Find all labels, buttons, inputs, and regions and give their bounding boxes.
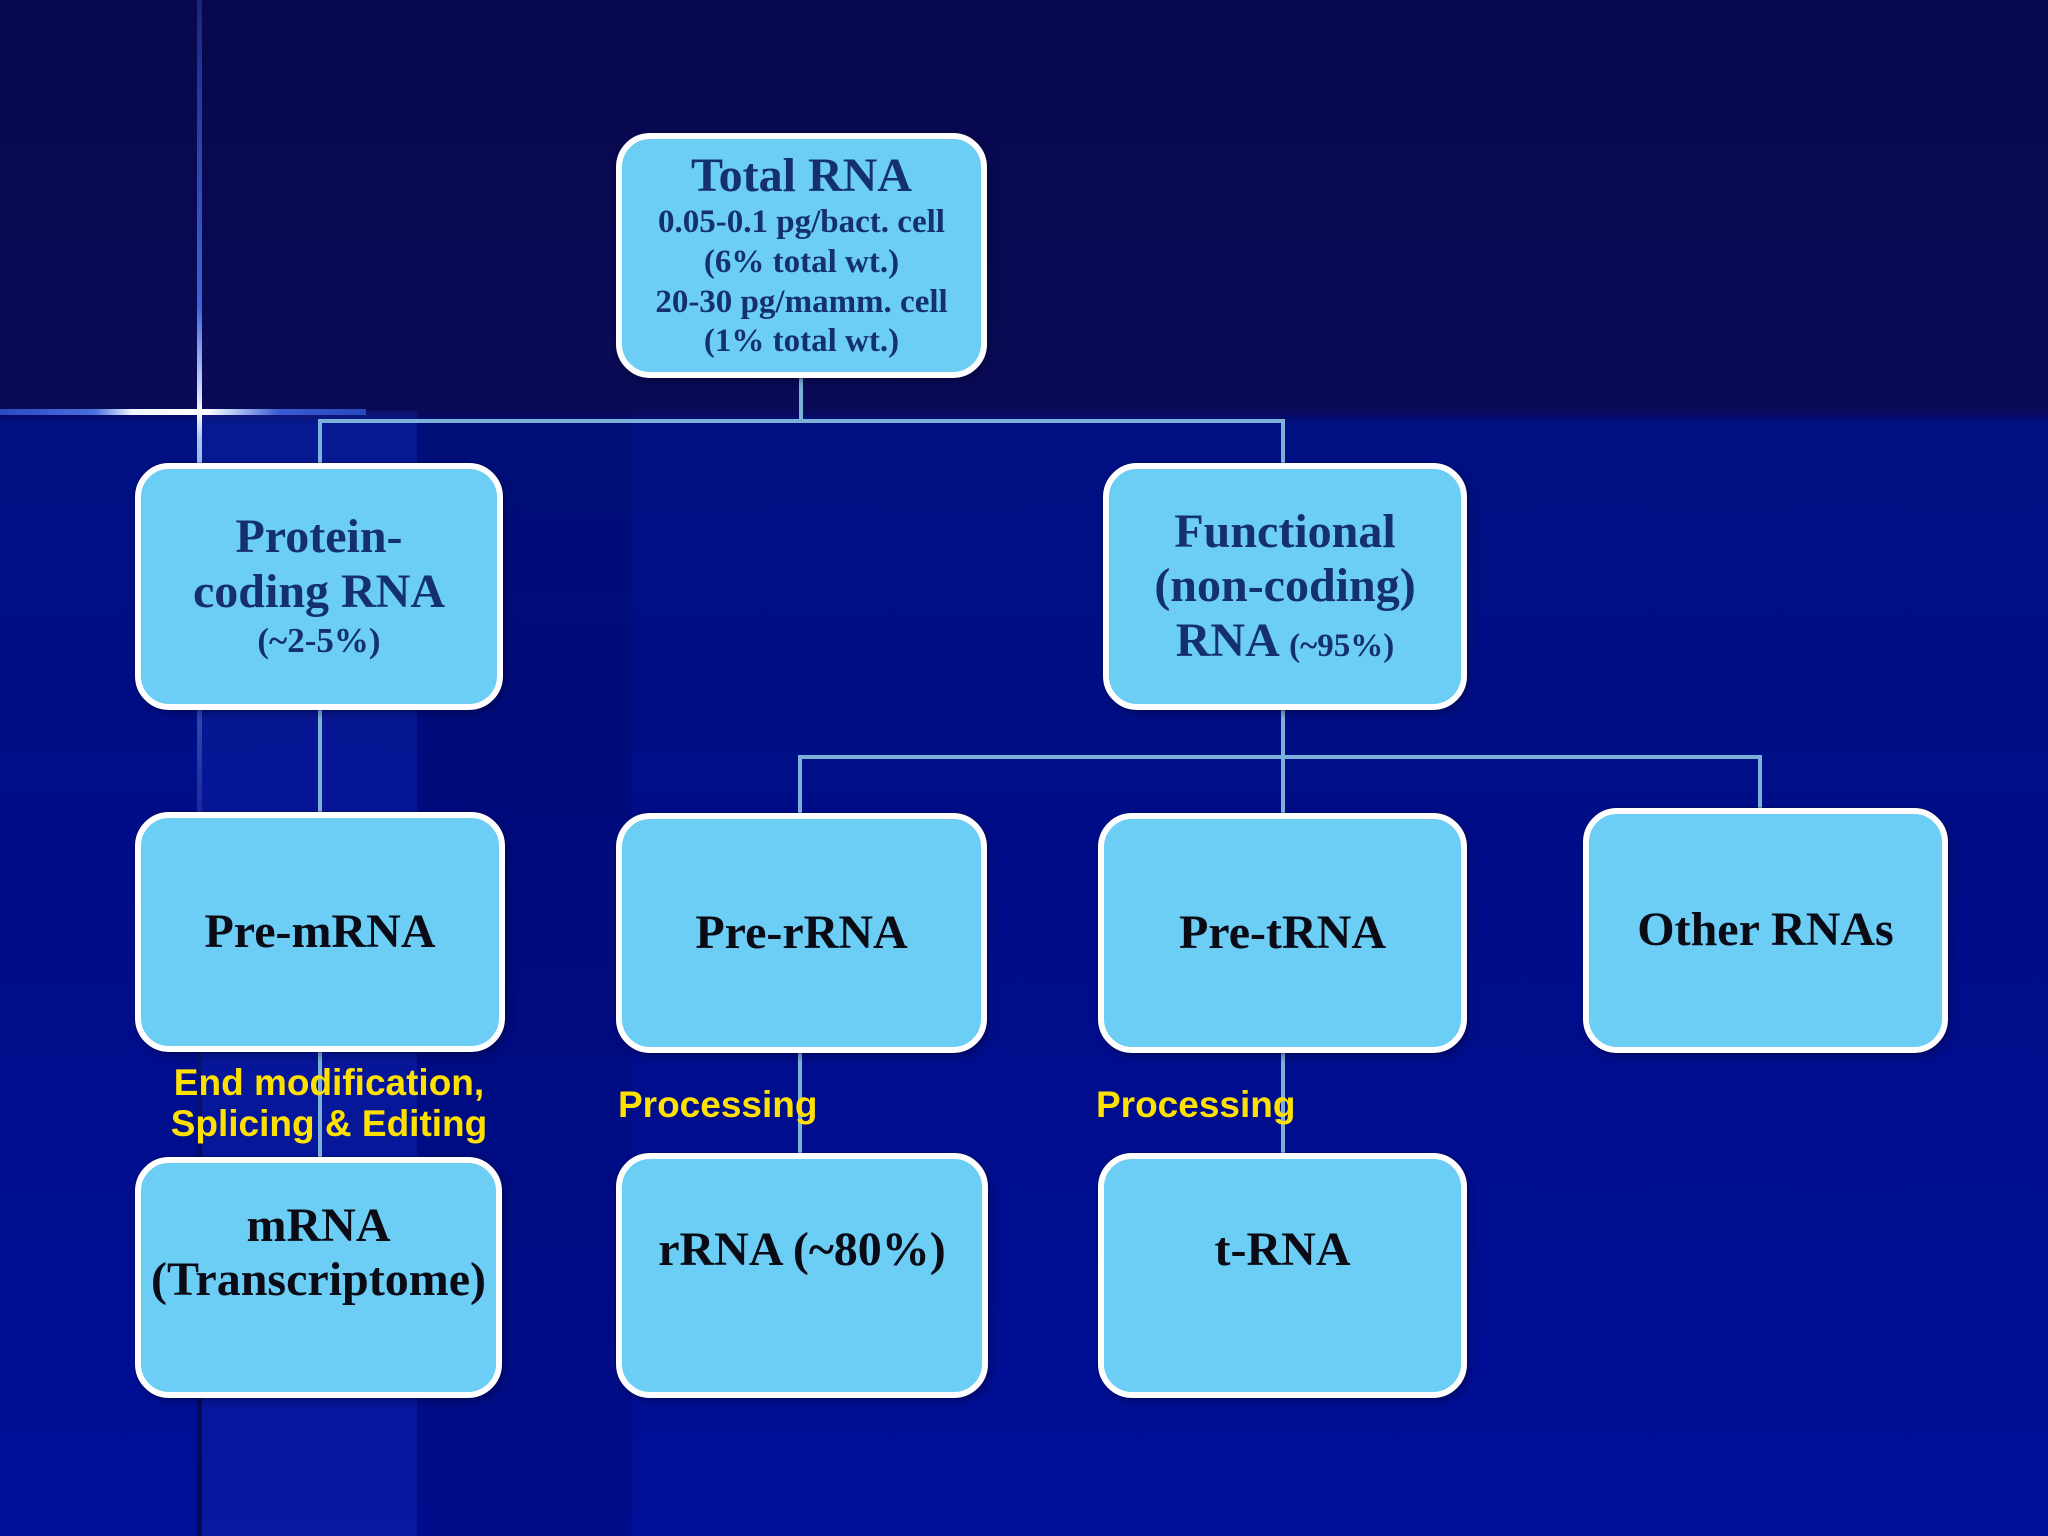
node-label: Pre-tRNA [1178, 905, 1387, 959]
connector-prerrna-rrna [798, 1051, 802, 1155]
node-label-line: (Transcriptome) [150, 1253, 486, 1307]
connector-top-branch [318, 419, 1285, 423]
node-detail-line: (6% total wt.) [703, 244, 900, 281]
decor-vertical-line [197, 0, 202, 1536]
node-label: t-RNA [1214, 1223, 1351, 1276]
label-processing-trna: Processing [1096, 1084, 1296, 1125]
node-label: Other RNAs [1637, 903, 1894, 957]
connector-to-prerrna [798, 755, 802, 815]
label-line: End modification, [173, 1062, 485, 1103]
node-functional-noncoding-rna: Functional (non-coding) RNA (~95%) [1103, 463, 1467, 710]
node-detail-line: 20-30 pg/mamm. cell [655, 283, 948, 320]
node-label: rRNA (~80%) [658, 1223, 946, 1276]
node-label-line: mRNA [246, 1199, 391, 1252]
connector-to-pretrna [1281, 755, 1285, 815]
label-line: Splicing & Editing [170, 1103, 488, 1145]
node-total-rna: Total RNA 0.05-0.1 pg/bact. cell (6% tot… [616, 133, 987, 378]
connector-to-protein [318, 419, 322, 465]
node-title-line: Protein- [235, 510, 403, 564]
node-title-line: Functional [1174, 505, 1396, 559]
node-title-line: (non-coding) [1154, 559, 1416, 613]
node-share: (~2-5%) [257, 620, 381, 660]
node-title-line: coding RNA [192, 564, 446, 618]
connector-pretrna-trna [1281, 1051, 1285, 1155]
node-share: (~95%) [1289, 627, 1395, 664]
decor-horizontal-line [0, 409, 366, 415]
node-title: Total RNA [691, 149, 912, 203]
node-other-rnas: Other RNAs [1583, 808, 1948, 1053]
node-trna: t-RNA [1098, 1153, 1467, 1398]
node-protein-coding-rna: Protein- coding RNA (~2-5%) [135, 463, 503, 710]
node-detail-line: (1% total wt.) [703, 323, 900, 360]
connector-premrna-mrna [318, 1050, 322, 1159]
node-detail-line: 0.05-0.1 pg/bact. cell [658, 204, 945, 241]
connector-functional-drop [1281, 708, 1285, 759]
connector-to-functional [1281, 419, 1285, 465]
node-pre-trna: Pre-tRNA [1098, 813, 1467, 1053]
node-pre-mrna: Pre-mRNA [135, 812, 505, 1052]
connector-functional-branch [798, 755, 1762, 759]
node-pre-rrna: Pre-rRNA [616, 813, 987, 1053]
connector-to-other [1758, 755, 1762, 810]
node-mrna-transcriptome: mRNA (Transcriptome) [135, 1157, 502, 1398]
node-label: Pre-mRNA [204, 904, 436, 958]
label-end-modification-splicing-editing: End modification, Splicing & Editing [133, 1062, 525, 1145]
node-title-main: RNA [1175, 613, 1278, 667]
label-processing-rrna: Processing [618, 1084, 818, 1125]
node-title-line: RNA (~95%) [1176, 614, 1394, 668]
connector-total-drop [799, 376, 803, 423]
node-rrna: rRNA (~80%) [616, 1153, 988, 1398]
connector-protein-premrna [318, 708, 322, 814]
node-label: Pre-rRNA [695, 905, 908, 959]
